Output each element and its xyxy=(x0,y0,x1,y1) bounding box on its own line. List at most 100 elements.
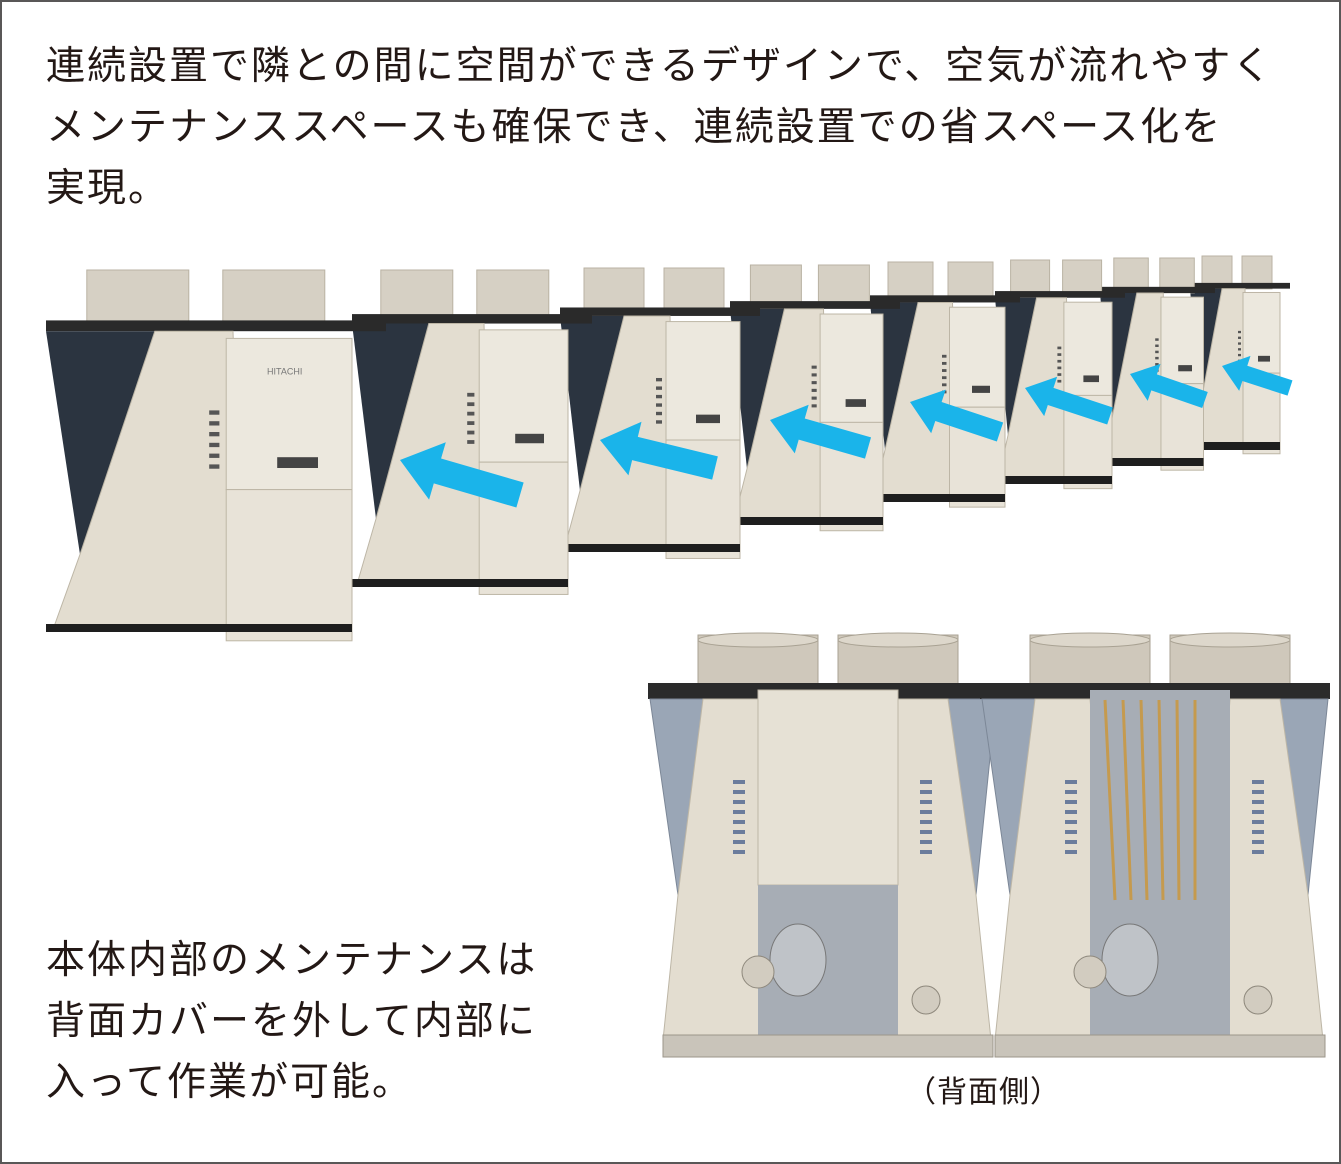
service-port xyxy=(1243,985,1273,1015)
rear-cover xyxy=(757,689,899,886)
vent-slot xyxy=(1238,330,1241,334)
service-port xyxy=(741,955,775,989)
vent-slot xyxy=(1252,780,1264,784)
outdoor-unit xyxy=(870,261,1020,508)
maintenance-line-3: 入って作業が可能。 xyxy=(46,1060,414,1105)
fan-housing xyxy=(222,269,326,327)
refrigerant-pipe xyxy=(1103,699,1117,901)
airflow-arrow xyxy=(600,421,718,480)
vent-slot xyxy=(811,381,817,385)
vent-slot xyxy=(942,383,947,387)
base-frame xyxy=(352,579,568,587)
vent-slot xyxy=(656,403,662,407)
fan-housing xyxy=(887,261,934,302)
vent-slot xyxy=(920,820,932,824)
vent-slot xyxy=(1238,342,1241,345)
vent-slot xyxy=(209,432,220,437)
vent-slot xyxy=(1057,379,1062,383)
fan-housing xyxy=(749,264,802,308)
vent-slot xyxy=(811,365,817,369)
vent-slot xyxy=(209,464,220,469)
outdoor-unit xyxy=(560,267,760,559)
vent-slot xyxy=(811,373,817,377)
vent-slot xyxy=(467,430,475,435)
base-frame xyxy=(1190,442,1280,450)
vent-slot xyxy=(1252,830,1264,834)
vent-slot xyxy=(1065,840,1077,844)
vent-slot xyxy=(1252,790,1264,794)
display-panel xyxy=(1083,375,1099,383)
base-frame xyxy=(46,624,352,632)
fan-top xyxy=(1169,632,1291,648)
fan-housing xyxy=(817,264,870,308)
intro-text: 連続設置で隣との間に空間ができるデザインで、空気が流れやすく メンテナンススペー… xyxy=(46,36,1273,219)
fan-housing xyxy=(1062,259,1103,298)
display-panel xyxy=(515,433,544,444)
vent-slot xyxy=(920,810,932,814)
top-frame xyxy=(46,320,386,332)
vent-slot xyxy=(656,394,662,399)
top-frame xyxy=(1100,286,1215,294)
vent-slot xyxy=(733,830,745,834)
vent-slot xyxy=(733,790,745,794)
outdoor-unit: HITACHI xyxy=(46,269,386,642)
refrigerant-pipe xyxy=(1121,699,1133,901)
top-frame xyxy=(352,314,592,324)
outdoor-unit xyxy=(352,269,592,595)
rear-unit-cover-on xyxy=(648,632,998,1058)
vent-slot xyxy=(920,780,932,784)
service-port xyxy=(1073,955,1107,989)
vent-slot xyxy=(811,388,817,392)
refrigerant-pipe xyxy=(1157,699,1165,901)
fan-top xyxy=(1029,632,1151,648)
display-panel xyxy=(845,399,866,407)
vent-slot xyxy=(920,850,932,854)
vent-slot xyxy=(467,440,475,444)
airflow-arrow xyxy=(1222,355,1293,396)
display-panel xyxy=(972,385,990,393)
fan-housing xyxy=(380,269,454,321)
vent-slot xyxy=(733,780,745,784)
brand-label: HITACHI xyxy=(267,366,302,376)
base-frame xyxy=(870,494,1005,502)
top-frame xyxy=(560,307,760,316)
vent-slot xyxy=(733,840,745,844)
vent-slot xyxy=(1252,840,1264,844)
fan-housing xyxy=(476,269,550,321)
vent-slot xyxy=(1155,363,1159,366)
vent-slot xyxy=(1155,344,1159,347)
airflow-arrow xyxy=(770,404,872,459)
fan-housing xyxy=(1010,259,1051,298)
vent-slot xyxy=(1065,810,1077,814)
maintenance-line-1: 本体内部のメンテナンスは xyxy=(46,938,538,983)
base-frame xyxy=(1100,458,1204,466)
fan-top xyxy=(697,632,819,648)
display-panel xyxy=(1178,365,1192,372)
fan-housing xyxy=(86,269,190,327)
vent-slot xyxy=(209,453,220,458)
vent-slot xyxy=(942,354,947,358)
vent-slot xyxy=(1057,366,1062,370)
fan-housing xyxy=(583,267,645,314)
rear-view-units-illustration xyxy=(648,632,1330,1058)
vent-slot xyxy=(942,369,947,372)
vent-slot xyxy=(1057,359,1062,363)
vent-slot xyxy=(1252,850,1264,854)
vent-slot xyxy=(656,377,662,382)
vent-slot xyxy=(811,396,817,400)
intro-line-2: メンテナンススペースも確保でき、連続設置での省スペース化を xyxy=(46,105,1223,150)
vent-slot xyxy=(1065,780,1077,784)
base-frame xyxy=(994,1034,1326,1058)
vent-slot xyxy=(1155,356,1159,360)
vent-slot xyxy=(920,790,932,794)
fan-housing xyxy=(663,267,725,314)
vent-slot xyxy=(656,420,662,424)
display-panel xyxy=(696,414,720,424)
outdoor-unit xyxy=(995,259,1125,490)
base-frame xyxy=(730,517,883,525)
vent-slot xyxy=(920,830,932,834)
vent-slot xyxy=(811,404,817,408)
vent-slot xyxy=(1252,800,1264,804)
intro-line-3: 実現。 xyxy=(46,166,170,211)
